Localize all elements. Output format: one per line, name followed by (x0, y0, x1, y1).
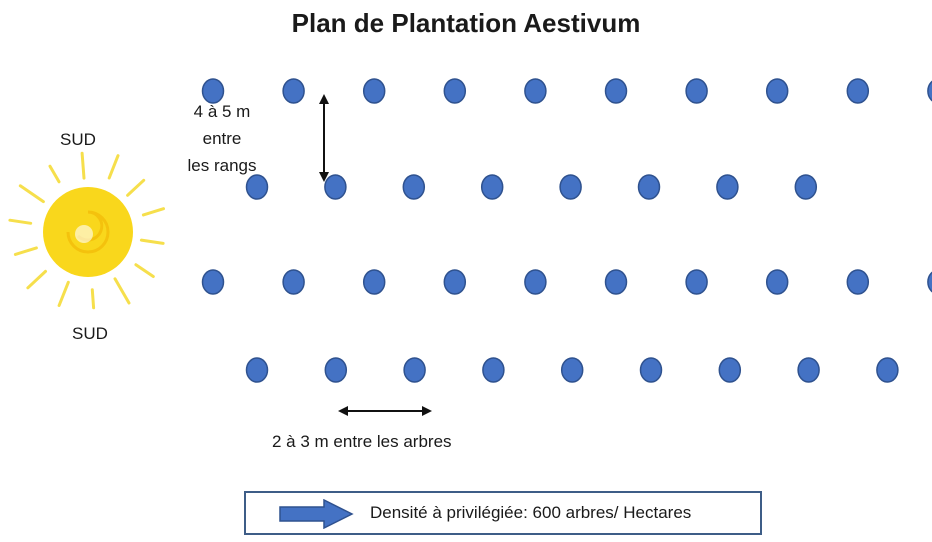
tree-dot (559, 174, 582, 200)
tree-dot (765, 269, 789, 295)
tree-dot (718, 357, 742, 383)
tree-dot (639, 357, 663, 383)
density-box: Densité à privilégiée: 600 arbres/ Hecta… (244, 491, 762, 535)
tree-dot (524, 269, 547, 295)
tree-dot (876, 357, 899, 383)
tree-dot (201, 269, 225, 295)
tree-dot (685, 78, 708, 104)
tree-dot (797, 357, 820, 383)
tree-dot (201, 78, 225, 104)
tree-spacing-label: 2 à 3 m entre les arbres (272, 432, 452, 451)
tree-dot (480, 174, 504, 200)
row-spacing-line-1: 4 à 5 m (193, 102, 251, 121)
tree-dot (282, 78, 305, 104)
tree-dot (794, 174, 818, 200)
tree-dot (324, 174, 347, 200)
sun-icon (8, 151, 165, 310)
tree-dot (765, 78, 789, 104)
tree-dot (245, 174, 269, 200)
tree-dot (637, 174, 661, 200)
tree-dot (604, 78, 628, 104)
row-spacing-arrow (319, 94, 329, 182)
tree-dot (402, 174, 426, 200)
row-spacing-line-2: entre (202, 129, 242, 148)
tree-dot (716, 174, 739, 200)
tree-dot (282, 269, 305, 295)
tree-dot (524, 78, 547, 104)
tree-dot (443, 78, 467, 104)
tree-spacing-arrow (338, 406, 432, 416)
tree-dot (560, 357, 584, 383)
density-text: Densité à privilégiée: 600 arbres/ Hecta… (370, 503, 692, 522)
south-label-top: SUD (60, 130, 96, 149)
tree-dot (362, 269, 386, 295)
tree-dot (482, 357, 505, 383)
tree-dot (245, 357, 269, 383)
tree-dot (927, 80, 932, 102)
tree-dot (324, 357, 348, 383)
tree-dot (362, 78, 386, 104)
tree-dot (846, 269, 870, 295)
row-spacing-line-3: les rangs (187, 156, 257, 175)
tree-dot (927, 271, 932, 293)
right-arrow-icon (279, 499, 354, 529)
tree-dot (846, 78, 870, 104)
south-label-bottom: SUD (72, 324, 108, 343)
row-spacing-label: 4 à 5 m entre les rangs (172, 98, 272, 179)
tree-dot (443, 269, 467, 295)
tree-dot (685, 269, 708, 295)
tree-grid (201, 78, 932, 383)
diagram-title: Plan de Plantation Aestivum (291, 8, 641, 38)
tree-dot (604, 269, 628, 295)
tree-dot (403, 357, 426, 383)
